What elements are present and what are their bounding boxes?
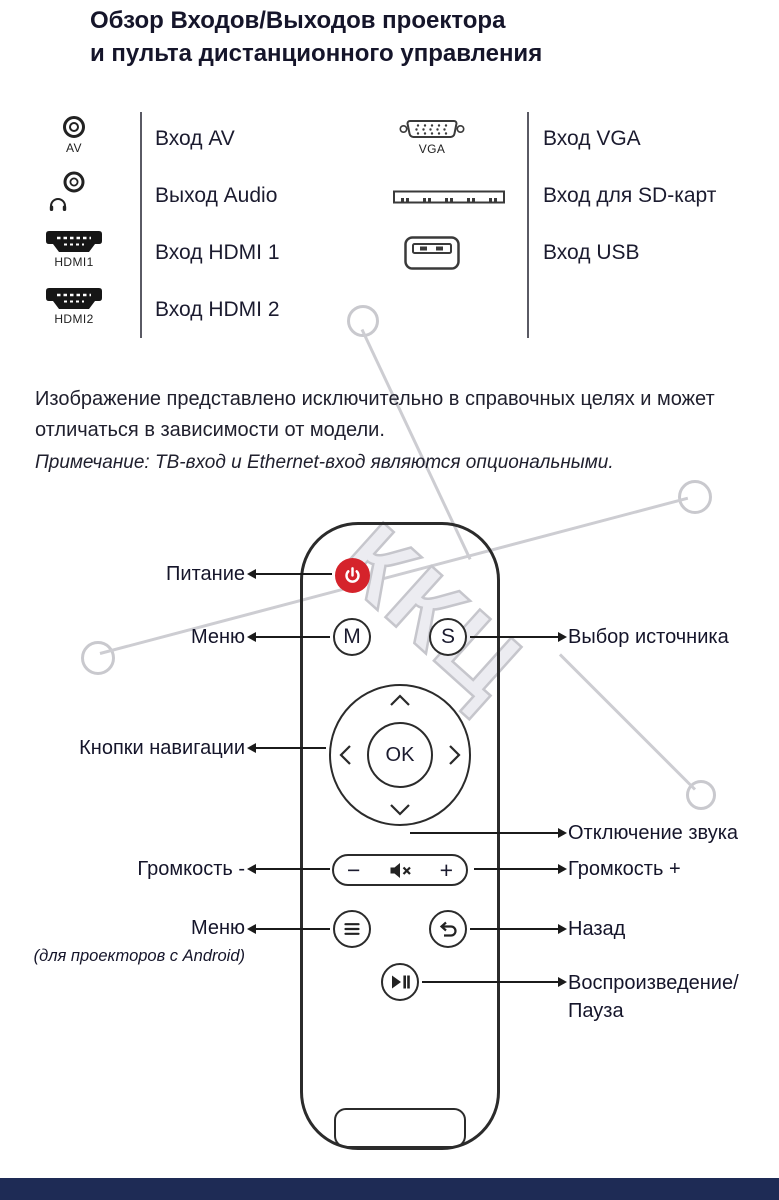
port-label-audio-out: Выход Audio [155, 184, 278, 207]
arrow-back [470, 924, 567, 934]
port-label-hdmi2-in: Вход HDMI 2 [155, 298, 280, 321]
hdmi2-icon: HDMI2 [45, 287, 103, 326]
page-title-line1: Обзор Входов/Выходов проектора [90, 7, 506, 34]
callout-play-pause: Воспроизведение/ Пауза [568, 969, 776, 1025]
callout-volume-down: Громкость - [137, 858, 245, 880]
arrow-menu [247, 632, 330, 642]
disclaimer-text: Изображение представлено исключительно в… [35, 388, 715, 441]
page-title: Обзор Входов/Выходов проектора и пульта … [90, 4, 542, 70]
android-menu-button [333, 910, 371, 948]
watermark-circle [678, 480, 712, 514]
chevron-left-icon [339, 745, 351, 765]
callout-menu-android-title: Меню [190, 917, 245, 939]
hdmi1-icon: HDMI1 [45, 230, 103, 269]
callout-menu-android-note: (для проекторов с Android) [33, 947, 245, 965]
hamburger-menu-icon [344, 923, 360, 935]
page-title-line2: и пульта дистанционного управления [90, 40, 543, 67]
menu-m-button: M [333, 618, 371, 656]
headphones-jack-icon [48, 170, 100, 212]
volume-plus-label: + [439, 856, 453, 883]
port-label-hdmi1-in: Вход HDMI 1 [155, 241, 280, 264]
callout-menu: Меню [190, 626, 245, 648]
remote-control-body [300, 522, 500, 1150]
ports-divider-left [140, 112, 142, 338]
arrow-play-pause [422, 977, 567, 987]
optional-note-text: Примечание: ТВ-вход и Ethernet-вход явля… [35, 452, 614, 473]
vga-icon: VGA [399, 117, 465, 156]
ports-divider-right [527, 112, 529, 338]
volume-bar: − + [332, 854, 468, 886]
usb-port-icon [404, 236, 460, 270]
source-s-label: S [440, 625, 455, 648]
arrow-mute [410, 828, 567, 838]
callout-volume-up: Громкость + [568, 858, 681, 880]
av-jack-caption: AV [66, 141, 82, 155]
port-label-sd-in: Вход для SD-карт [543, 184, 717, 207]
headphones-icon [49, 198, 67, 211]
navigation-pad [329, 684, 471, 826]
av-jack-icon: AV [48, 114, 100, 155]
back-arrow-icon [439, 921, 457, 937]
watermark-circle [81, 641, 115, 675]
callout-play-pause-line2: Пауза [568, 1000, 624, 1022]
callout-power: Питание [166, 563, 245, 585]
ok-button: OK [367, 722, 433, 788]
arrow-menu-android [247, 924, 330, 934]
menu-m-label: M [343, 625, 361, 648]
sd-card-slot-icon [393, 190, 505, 206]
callout-source: Выбор источника [568, 626, 729, 648]
arrow-navigation [247, 743, 326, 753]
vga-caption: VGA [418, 142, 446, 156]
volume-minus-label: − [347, 856, 361, 883]
footer-bar [0, 1178, 779, 1200]
chevron-up-icon [390, 694, 410, 706]
back-button [429, 910, 467, 948]
watermark-circle [686, 780, 716, 810]
port-label-vga-in: Вход VGA [543, 127, 641, 150]
play-pause-icon [392, 975, 410, 989]
arrow-source [470, 632, 567, 642]
mute-icon [390, 862, 411, 878]
callout-menu-android: Меню (для проекторов с Android) [2, 915, 245, 969]
callout-mute: Отключение звука [568, 822, 739, 844]
chevron-right-icon [449, 745, 461, 765]
arrow-volume-down [247, 864, 330, 874]
arrow-volume-up [474, 864, 567, 874]
callout-play-pause-line1: Воспроизведение/ [568, 972, 739, 994]
port-label-usb-in: Вход USB [543, 241, 640, 264]
hdmi2-caption: HDMI2 [54, 312, 94, 326]
power-icon [345, 567, 360, 583]
battery-compartment [334, 1108, 466, 1148]
port-label-av-in: Вход AV [155, 127, 235, 150]
arrow-power [247, 569, 332, 579]
source-s-button: S [429, 618, 467, 656]
play-pause-button [381, 963, 419, 1001]
callout-navigation: Кнопки навигации [79, 737, 245, 759]
ok-label: OK [385, 743, 415, 766]
chevron-down-icon [390, 804, 410, 816]
callout-back: Назад [568, 918, 626, 940]
power-button [335, 558, 370, 593]
hdmi1-caption: HDMI1 [54, 255, 94, 269]
